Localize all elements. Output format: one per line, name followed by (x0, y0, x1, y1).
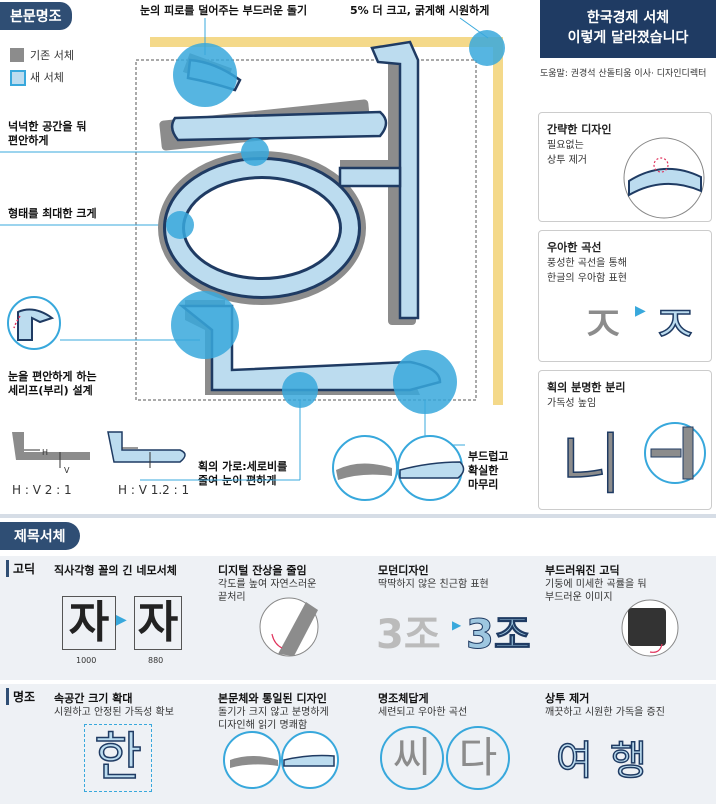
card-simple-design: 간략한 디자인 필요없는 상투 제거 (538, 112, 712, 222)
arrow-icon: ▶ (116, 612, 127, 628)
credit-text: 도움말: 권경석 산돌티움 이사· 디자인디렉터 (540, 69, 707, 79)
gothic-jo-old: 3조 (376, 612, 441, 658)
width-new: 880 (148, 656, 164, 665)
gothic-stroke-end (259, 597, 319, 657)
myeongjo-haeng: 행 (609, 737, 647, 785)
legend-new-label: 새 서체 (30, 71, 64, 84)
headline-line1: 한국경제 서체 (586, 10, 670, 26)
note-soft-serif: 눈의 피로를 덜어주는 부드러운 돌기 (140, 4, 308, 17)
gothic-curve (621, 599, 679, 657)
myeongjo-yeo: 여 (555, 737, 593, 785)
ratio-new: H : V 1.2 : 1 (118, 483, 190, 497)
note-size: 형태를 최대한 크게 (8, 207, 97, 220)
gothic-ja-new: 자 (134, 596, 182, 650)
divider (0, 514, 716, 518)
myeongjo-row: 명조 속공간 크기 확대 시원하고 안정된 가독성 확보 본문체와 통일된 디자… (0, 684, 716, 804)
card-glyph-ni: 니 (560, 425, 622, 504)
headline-line2: 이렇게 달라졌습니다 (567, 30, 689, 46)
arrow-icon: ▶ (635, 303, 646, 319)
card-glyph-ja-new: ㅈ (650, 295, 699, 357)
myeongjo-ssi: 씨 (380, 726, 444, 790)
ratio-v-label-old: V (64, 466, 70, 475)
gothic-row: 고딕 직사각형 꼴의 긴 네모서체 디지털 잔상을 줄임 각도를 높여 자연스러… (0, 556, 716, 680)
main-glyph-diagram (0, 17, 505, 501)
gothic-ja-old: 자 (62, 596, 116, 650)
card-elegant-curve: 우아한 곡선 풍성한 곡선을 통해 한글의 우아함 표현 ㅈ ▶ ㅈ (538, 230, 712, 362)
headline-box: 한국경제 서체 이렇게 달라졌습니다 (540, 0, 716, 58)
myeongjo-da: 다 (446, 726, 510, 790)
myeongjo-serif-compare (223, 731, 339, 789)
card-clear-separation: 획의 분명한 분리 가독성 높임 니 (538, 370, 712, 510)
myeongjo-han: 한 (84, 724, 152, 792)
note-bigger: 5% 더 크고, 굵게해 시원하게 (350, 4, 490, 17)
legend-new-swatch (10, 70, 26, 86)
arrow-icon: ▶ (452, 618, 462, 632)
ratio-old: H : V 2 : 1 (12, 483, 72, 497)
legend-old-swatch (10, 48, 24, 62)
width-old: 1000 (76, 656, 97, 665)
card-glyph-ja-old: ㅈ (579, 296, 627, 356)
gothic-jo-new: 3조 (466, 612, 532, 659)
section-tag-body: 본문명조 (0, 2, 72, 30)
section-tag-heading: 제목서체 (0, 522, 80, 550)
ratio-h-label-old: H (42, 448, 49, 457)
legend-old-label: 기존 서체 (30, 49, 74, 62)
